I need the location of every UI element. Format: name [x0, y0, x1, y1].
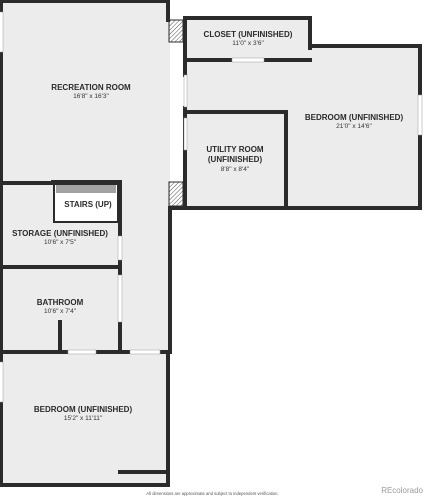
- floor-bedroom-south: [0, 352, 170, 485]
- closet-label: CLOSET (UNFINISHED): [203, 30, 293, 39]
- hatched-column-top: [168, 19, 184, 43]
- door-bath: [117, 274, 123, 323]
- floor-recreation-room: [0, 0, 170, 352]
- openings: [0, 11, 423, 403]
- recreation-room-dims: 16'8" x 16'3": [73, 93, 109, 100]
- window-left-south: [0, 361, 4, 403]
- door-bath-bottom: [129, 349, 161, 355]
- utility-room-label-line1: UTILITY ROOM: [206, 145, 264, 154]
- storage-dims: 10'6" x 7'5": [43, 239, 77, 246]
- bedroom-south-label: BEDROOM (UNFINISHED): [33, 405, 133, 414]
- window-closet-bottom: [231, 57, 265, 63]
- window-east: [417, 94, 423, 136]
- bedroom-east-label: BEDROOM (UNFINISHED): [304, 113, 404, 122]
- walls: [0, 0, 422, 487]
- closet-dims: 11'0" x 3'6": [232, 40, 264, 47]
- brand-logo-text: REcolorado: [381, 486, 423, 495]
- floor-fill: [0, 0, 420, 485]
- bathroom-label: BATHROOM: [36, 298, 84, 307]
- door-storage: [117, 235, 123, 261]
- recreation-room-label: RECREATION ROOM: [51, 83, 131, 92]
- dimensions-disclaimer: All dimensions are approximate and subje…: [146, 491, 279, 496]
- window-bath-bottom: [67, 349, 97, 355]
- bedroom-south-dims: 15'2" x 11'11": [63, 415, 103, 422]
- window-left-top: [0, 11, 4, 53]
- door-opening-utility: [183, 117, 188, 151]
- bathroom-dims: 10'6" x 7'4": [43, 308, 77, 315]
- utility-room-label-line2: (UNFINISHED): [207, 155, 263, 164]
- bedroom-east-dims: 21'0" x 14'6": [336, 123, 372, 130]
- storage-label: STORAGE (UNFINISHED): [12, 229, 108, 238]
- utility-room-dims: 8'8" x 8'4": [220, 166, 250, 173]
- stairs-label: STAIRS (UP): [64, 200, 112, 209]
- door-opening-recreation-east: [183, 74, 188, 108]
- floor-bedroom-east: [185, 45, 420, 208]
- hatched-column-mid: [168, 181, 184, 207]
- stairs-treads: [53, 183, 119, 223]
